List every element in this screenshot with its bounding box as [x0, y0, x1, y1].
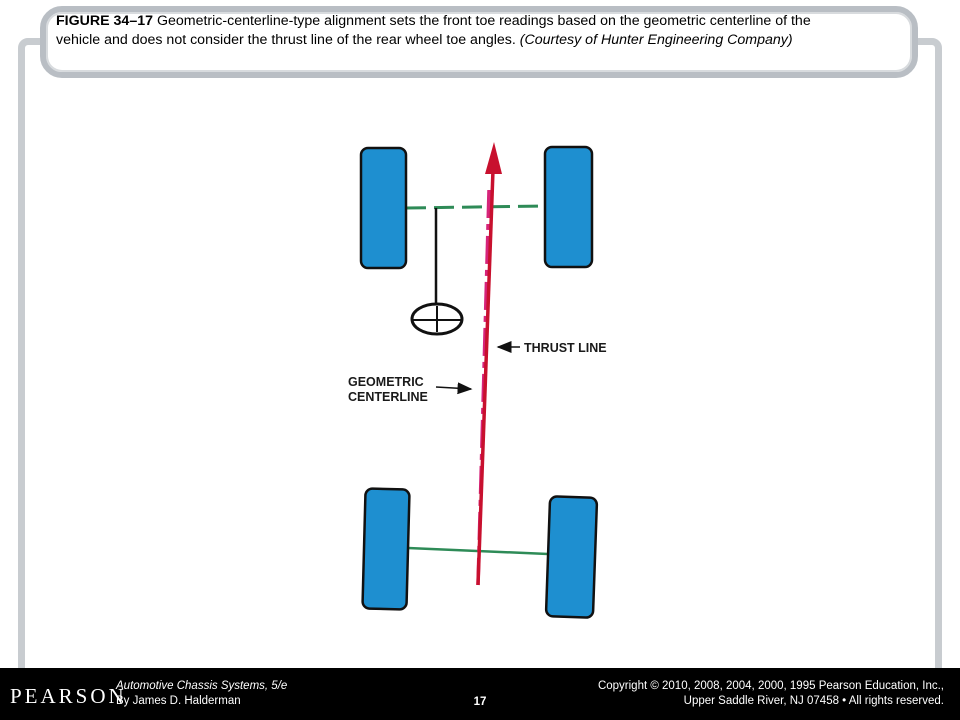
front-left-tire — [359, 146, 408, 270]
geometric-centerline-label-line1: GEOMETRIC — [348, 375, 424, 389]
front-axle-line — [405, 204, 546, 210]
book-title: Automotive Chassis Systems, 5/e — [116, 680, 288, 692]
footer-bar: PEARSON Automotive Chassis Systems, 5/e … — [0, 668, 960, 720]
thrust-line-arrowhead — [485, 142, 502, 174]
thrust-line-label: THRUST LINE — [524, 341, 607, 355]
page-number: 17 — [473, 696, 487, 708]
alignment-diagram: THRUST LINE GEOMETRIC CENTERLINE — [348, 142, 607, 619]
caption-text: Geometric-centerline-type alignment sets… — [56, 13, 811, 48]
copyright-line2: Upper Saddle River, NJ 07458 • All right… — [683, 695, 944, 707]
copyright-line1: Copyright © 2010, 2008, 2004, 2000, 1995… — [597, 680, 944, 692]
book-info: Automotive Chassis Systems, 5/e By James… — [116, 679, 287, 709]
caption-courtesy: (Courtesy of Hunter Engineering Company) — [519, 32, 793, 48]
thrust-line — [476, 169, 495, 586]
caption-box — [40, 6, 918, 78]
rear-right-tire — [544, 495, 599, 619]
book-author: By James D. Halderman — [116, 695, 241, 707]
geometric-centerline-pointer — [435, 382, 473, 395]
figure-caption: FIGURE 34–17 Geometric-centerline-type a… — [56, 12, 856, 50]
pearson-logo: PEARSON — [10, 684, 127, 708]
figure-label: FIGURE 34–17 — [56, 13, 153, 29]
rear-left-tire — [361, 487, 411, 611]
front-right-tire — [543, 145, 594, 269]
copyright: Copyright © 2010, 2008, 2004, 2000, 1995… — [598, 679, 944, 709]
geometric-centerline-label-line2: CENTERLINE — [348, 390, 428, 404]
